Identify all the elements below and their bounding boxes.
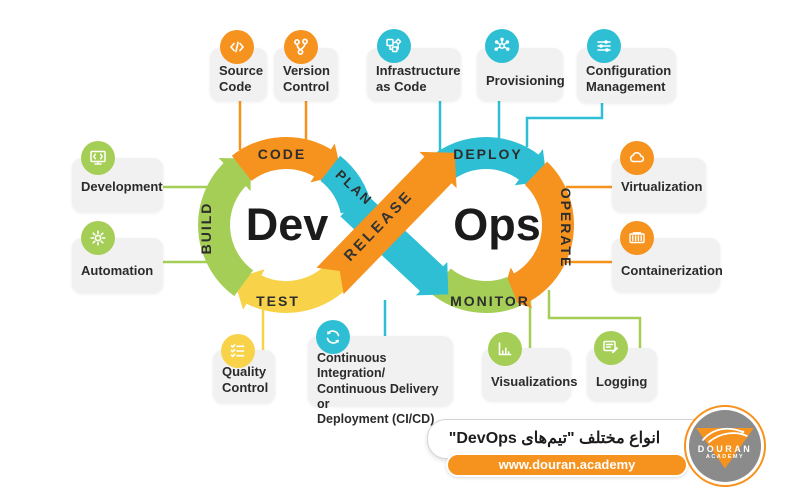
monitor-segment-label: MONITOR: [450, 293, 530, 309]
visualizations-icon: [488, 332, 522, 366]
connector-logging: [547, 290, 642, 348]
build-segment-label: BUILD: [198, 202, 214, 255]
version-control-icon: [284, 30, 318, 64]
card-label: Version Control: [283, 63, 330, 94]
logo-sub-text: ACADEMY: [705, 453, 745, 460]
card-label: Continuous Integration/ Continuous Deliv…: [317, 351, 439, 426]
website-url: www.douran.academy: [498, 457, 636, 472]
logging-icon: [594, 331, 628, 365]
logo-brand-text: DOURAN: [697, 443, 753, 454]
deploy-segment-label: DEPLOY: [453, 146, 523, 162]
dev-label: Dev: [246, 199, 329, 250]
caption-text: انواع مختلف "تیم‌های DevOps": [448, 430, 661, 447]
card-label: Visualizations: [491, 374, 578, 389]
logo-swoosh-icon: [702, 428, 748, 444]
quality-control-icon: [221, 334, 255, 368]
card-label: Logging: [596, 374, 648, 389]
card-label: Quality Control: [222, 364, 269, 395]
operate-segment: [501, 161, 574, 308]
card-cicd: Continuous Integration/ Continuous Deliv…: [308, 336, 453, 426]
release-band: [316, 151, 457, 295]
card-configuration-management: Configuration Management: [577, 48, 676, 103]
connector-lines: [163, 101, 642, 350]
card-label: Containerization: [621, 263, 723, 278]
cicd-icon: [316, 320, 350, 354]
development-icon: [81, 141, 115, 175]
code-segment: [231, 137, 343, 183]
card-version-control: Version Control: [274, 48, 338, 101]
code-segment-label: CODE: [258, 146, 306, 162]
test-segment-label: TEST: [256, 293, 300, 309]
card-label: Infrastructure as Code: [376, 63, 461, 94]
automation-icon: [81, 221, 115, 255]
containerization-icon: [620, 221, 654, 255]
connector-config-mgmt: [525, 103, 604, 147]
card-label: Virtualization: [621, 179, 703, 194]
virtualization-icon: [620, 141, 654, 175]
build-segment: [198, 158, 254, 297]
logo-circle: DOURAN ACADEMY: [689, 410, 761, 482]
card-development: Development: [72, 158, 163, 212]
ops-label: Ops: [453, 199, 541, 250]
source-code-icon: [220, 30, 254, 64]
infrastructure-as-code-icon: [377, 29, 411, 63]
douran-academy-logo: DOURAN ACADEMY: [684, 405, 766, 487]
card-label: Development: [81, 179, 163, 194]
test-segment: [233, 260, 354, 314]
card-automation: Automation: [72, 238, 163, 293]
configuration-management-icon: [587, 29, 621, 63]
card-label: Source Code: [219, 63, 264, 94]
provisioning-icon: [485, 29, 519, 63]
card-label: Automation: [81, 263, 154, 278]
website-pill: www.douran.academy: [446, 453, 688, 477]
card-label: Provisioning: [486, 73, 565, 88]
card-label: Configuration Management: [586, 63, 672, 94]
operate-segment-label: OPERATE: [558, 188, 574, 269]
card-visualizations: Visualizations: [482, 348, 578, 401]
